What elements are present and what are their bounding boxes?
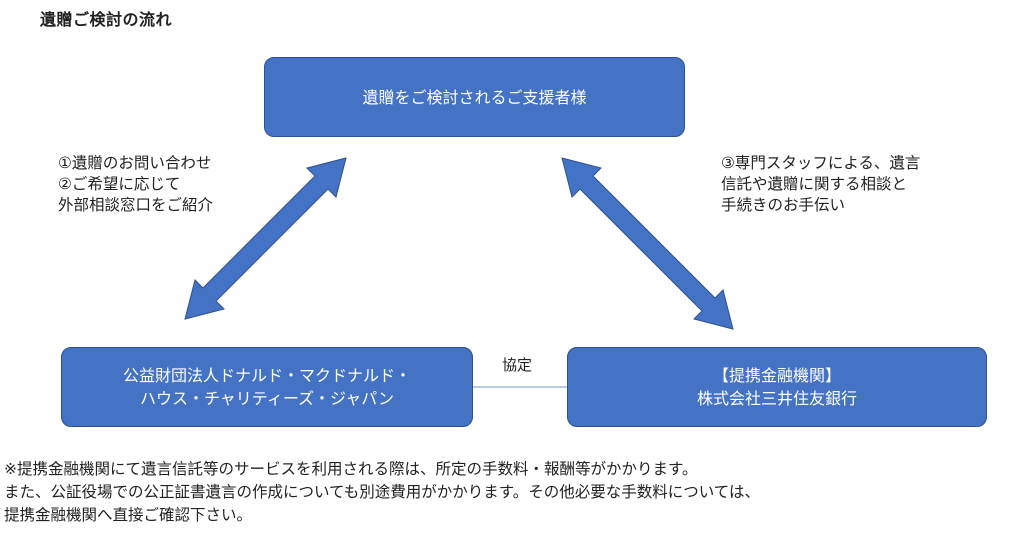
supporter-label: 遺贈をご検討されるご支援者様	[362, 87, 587, 107]
left-note-line-2: ②ご希望に応じて	[58, 175, 181, 193]
right-note: ③専門スタッフによる、遺言 信託や遺贈に関する相談と 手続きのお手伝い	[721, 153, 920, 216]
foundation-label-line-2: ハウス・チャリティーズ・ジャパン	[139, 389, 395, 408]
right-note-line-3: 手続きのお手伝い	[721, 196, 846, 214]
foundation-box: 公益財団法人ドナルド・マクドナルド・ ハウス・チャリティーズ・ジャパン	[61, 347, 473, 427]
bank-label-line-1: 【提携金融機関】	[712, 366, 841, 385]
agreement-label: 協定	[502, 356, 533, 374]
supporter-box: 遺贈をご検討されるご支援者様	[264, 57, 685, 137]
right-note-line-2: 信託や遺贈に関する相談と	[721, 175, 908, 193]
left-note-line-1: ①遺贈のお問い合わせ	[58, 154, 212, 172]
foundation-label-line-1: 公益財団法人ドナルド・マクドナルド・	[122, 366, 411, 385]
bank-label-line-2: 株式会社三井住友銀行	[696, 389, 857, 408]
footer-line-1: ※提携金融機関にて遺言信託等のサービスを利用される際は、所定の手数料・報酬等がか…	[4, 460, 698, 478]
right-double-arrow	[561, 157, 734, 330]
footer-line-3: 提携金融機関へ直接ご確認下さい。	[4, 506, 253, 524]
bank-box: 【提携金融機関】 株式会社三井住友銀行	[567, 347, 987, 427]
left-note-line-3: 外部相談窓口をご紹介	[58, 196, 214, 214]
right-note-line-1: ③専門スタッフによる、遺言	[721, 154, 921, 172]
footer-note: ※提携金融機関にて遺言信託等のサービスを利用される際は、所定の手数料・報酬等がか…	[4, 458, 760, 527]
left-double-arrow	[184, 157, 347, 320]
page-title: 遺贈ご検討の流れ	[40, 10, 173, 29]
footer-line-2: また、公証役場での公正証書遺言の作成についても別途費用がかかります。その他必要な…	[4, 483, 760, 501]
left-note: ①遺贈のお問い合わせ ②ご希望に応じて 外部相談窓口をご紹介	[58, 153, 213, 216]
